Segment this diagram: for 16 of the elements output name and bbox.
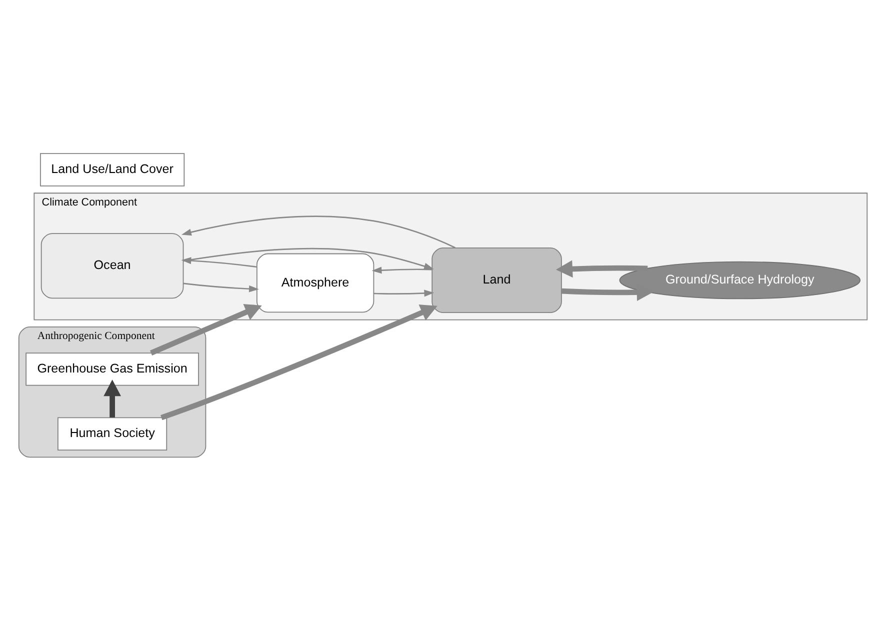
node-box: Human Society: [58, 416, 168, 450]
node-box: Atmosphere: [256, 252, 374, 312]
arrow: [183, 247, 434, 270]
arrow: [372, 266, 432, 274]
arrow: [181, 215, 456, 248]
arrow: [160, 304, 438, 420]
node-box: Greenhouse Gas Emission: [26, 352, 199, 386]
arrow: [556, 260, 648, 278]
node-box: Land: [432, 246, 562, 313]
node-ellipse: Ground/Surface Hydrology: [619, 260, 861, 299]
arrow: [183, 282, 259, 292]
arrow: [374, 289, 434, 296]
node-box: Ocean: [40, 232, 184, 298]
node-box: Land Use/Land Cover: [40, 152, 185, 186]
arrow: [104, 379, 121, 417]
arrow: [181, 256, 257, 268]
